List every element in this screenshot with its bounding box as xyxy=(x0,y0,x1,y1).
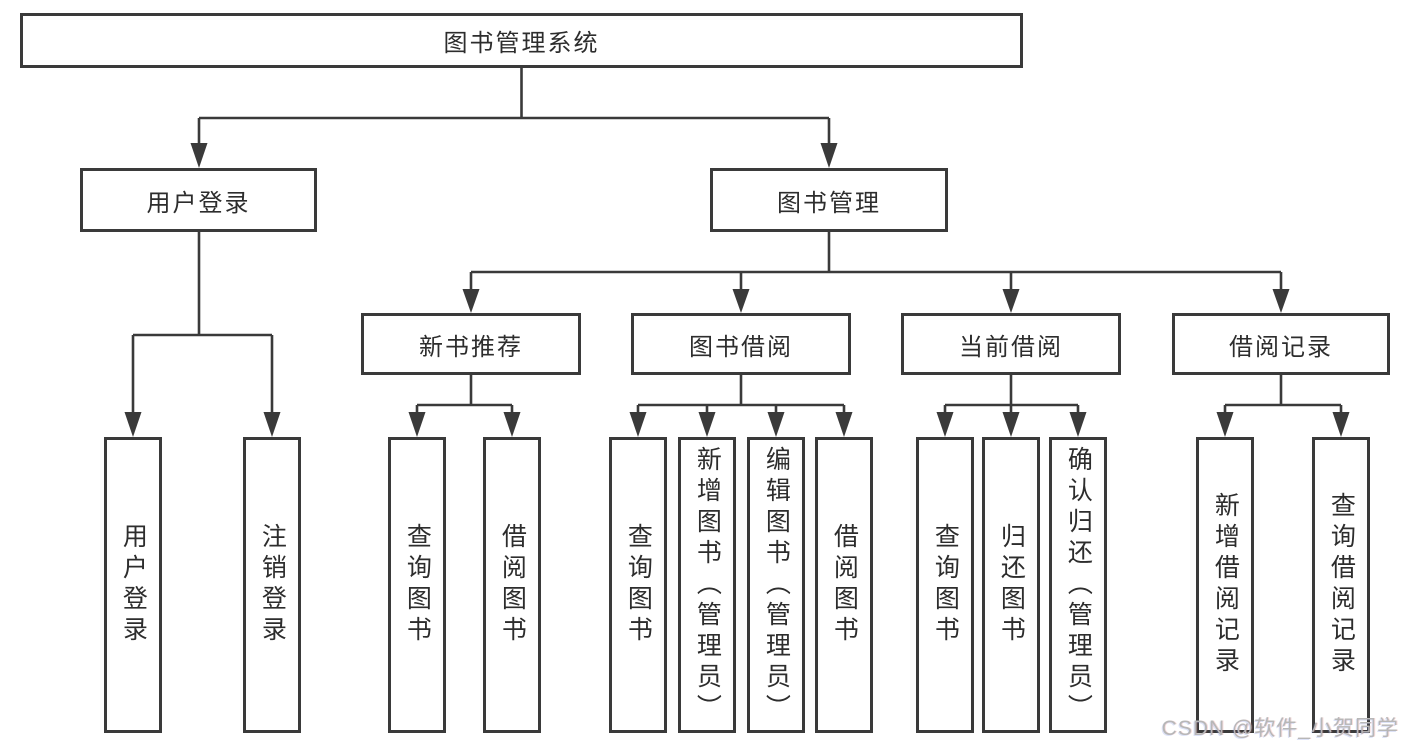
connector-book-management-to-level2 xyxy=(462,232,1290,313)
leaf-edit-books-admin: 编辑图书（管理员） xyxy=(747,437,805,733)
leaf-label: 查询图书 xyxy=(931,523,960,647)
leaf-query-books-recommendation: 查询图书 xyxy=(388,437,446,733)
leaf-return-books: 归还图书 xyxy=(982,437,1040,733)
leaf-borrow-books-recommendation: 借阅图书 xyxy=(483,437,541,733)
node-label: 图书管理 xyxy=(777,189,881,217)
leaf-add-books-admin: 新增图书（管理员） xyxy=(678,437,736,733)
connector-new-book-rec-to-leaves xyxy=(408,375,521,437)
node-label: 新书推荐 xyxy=(419,333,523,361)
connector-borrow-records-to-leaves xyxy=(1216,375,1350,437)
leaf-label: 查询借阅记录 xyxy=(1327,492,1356,678)
leaf-label: 编辑图书（管理员） xyxy=(762,445,791,725)
connector-user-login-to-leaves xyxy=(124,232,281,437)
leaf-confirm-return-admin: 确认归还（管理员） xyxy=(1049,437,1107,733)
node-label: 图书借阅 xyxy=(689,333,793,361)
leaf-label: 借阅图书 xyxy=(830,523,859,647)
leaf-query-borrow-record: 查询借阅记录 xyxy=(1312,437,1370,733)
connector-root-to-level1 xyxy=(190,68,838,168)
node-book-borrowing: 图书借阅 xyxy=(631,313,851,375)
node-label: 用户登录 xyxy=(146,189,251,217)
node-library-management-system: 图书管理系统 xyxy=(20,13,1023,68)
leaf-borrow-books: 借阅图书 xyxy=(815,437,873,733)
node-new-book-recommendation: 新书推荐 xyxy=(361,313,581,375)
leaf-label: 归还图书 xyxy=(997,523,1026,647)
leaf-label: 查询图书 xyxy=(403,523,432,647)
leaf-query-books-current: 查询图书 xyxy=(916,437,974,733)
node-label: 借阅记录 xyxy=(1229,333,1333,361)
node-current-borrowing: 当前借阅 xyxy=(901,313,1121,375)
csdn-watermark: CSDN @软件_小贺同学 xyxy=(1161,717,1399,740)
leaf-add-borrow-record: 新增借阅记录 xyxy=(1196,437,1254,733)
node-user-login: 用户登录 xyxy=(80,168,317,232)
leaf-label: 新增借阅记录 xyxy=(1211,492,1240,678)
connector-current-borrow-to-leaves xyxy=(936,375,1087,437)
node-label: 当前借阅 xyxy=(959,333,1063,361)
leaf-label: 新增图书（管理员） xyxy=(693,445,722,725)
node-borrowing-records: 借阅记录 xyxy=(1172,313,1390,375)
leaf-query-books-borrowing: 查询图书 xyxy=(609,437,667,733)
leaf-user-login: 用户登录 xyxy=(104,437,162,733)
leaf-label: 用户登录 xyxy=(119,523,148,647)
node-label: 图书管理系统 xyxy=(443,30,600,57)
leaf-label: 注销登录 xyxy=(258,523,287,647)
connector-book-borrow-to-leaves xyxy=(629,375,853,437)
leaf-logout: 注销登录 xyxy=(243,437,301,733)
leaf-label: 查询图书 xyxy=(624,523,653,647)
node-book-management: 图书管理 xyxy=(710,168,948,232)
leaf-label: 确认归还（管理员） xyxy=(1064,445,1093,725)
leaf-label: 借阅图书 xyxy=(498,523,527,647)
